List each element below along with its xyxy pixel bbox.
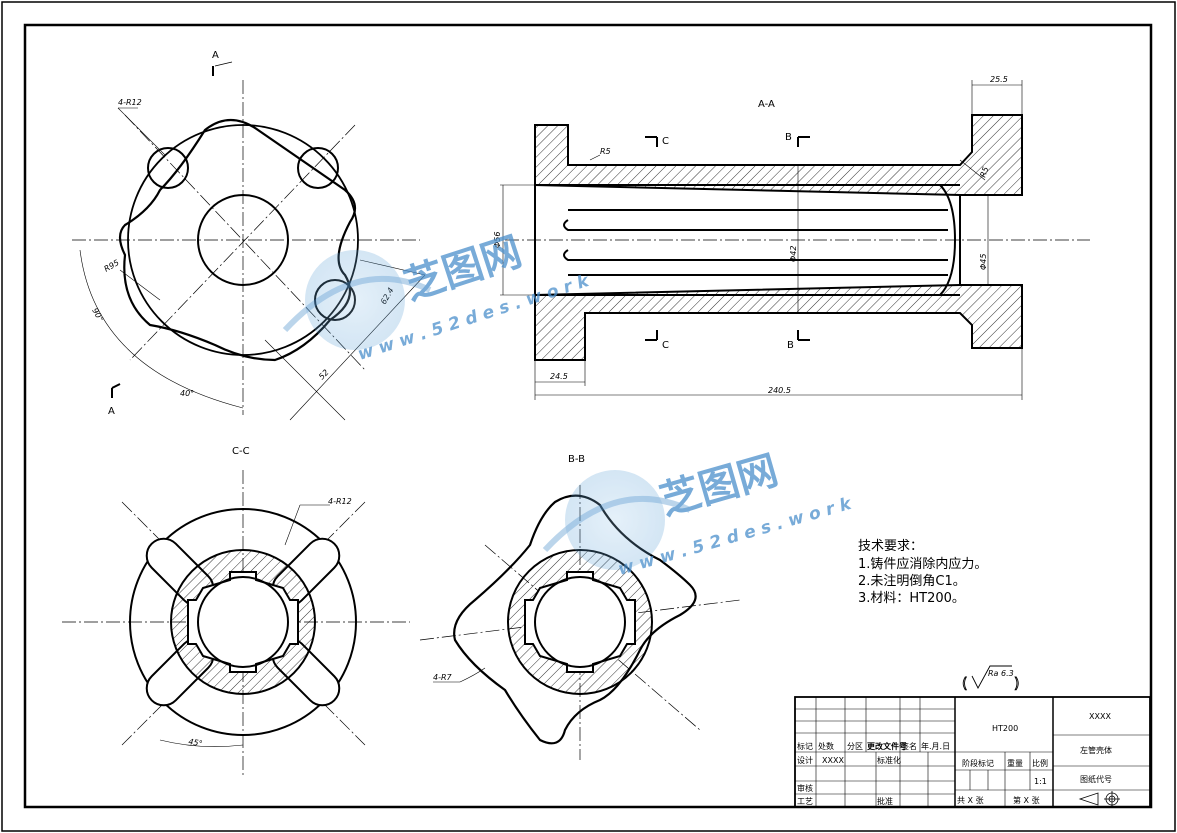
front-bore <box>197 194 289 286</box>
svg-text:): ) <box>1014 676 1019 692</box>
tech-req-item-3: 3.材料：HT200。 <box>858 591 965 606</box>
front-view <box>72 61 426 421</box>
tb-drawing-no-label: 图纸代号 <box>1080 774 1112 784</box>
marker-a-bottom: A <box>108 406 115 417</box>
aa-bottom-wall <box>534 284 1023 361</box>
ear-top-right <box>297 147 339 189</box>
tb-rev-h0: 标记 <box>797 741 813 751</box>
tb-part-name: 左管壳体 <box>1080 745 1112 755</box>
title-block <box>794 696 1151 808</box>
tb-design: 设计 <box>797 755 813 765</box>
svg-text:芝图网: 芝图网 <box>655 447 783 524</box>
section-bb-title: B-B <box>568 454 585 465</box>
aa-dim-25-5: 25.5 <box>990 75 1008 84</box>
cc-outer-flange <box>129 508 357 736</box>
ear-top-left <box>147 147 189 189</box>
tb-rev-h2: 分区 <box>847 742 863 751</box>
tb-process: 工艺 <box>797 797 813 806</box>
tech-req-title: 技术要求： <box>858 539 923 554</box>
aa-dim-r5-right: R5 <box>978 166 990 179</box>
marker-a-top: A <box>212 50 219 61</box>
aa-dim-d45: Φ45 <box>979 254 988 270</box>
roughness-symbol: ( ) <box>962 665 1020 692</box>
tb-stage-mark: 阶段标记 <box>962 758 994 768</box>
front-dim-40: 40° <box>180 389 194 398</box>
aa-dim-d56: Φ56 <box>493 232 502 248</box>
tb-scale-value: 1:1 <box>1034 777 1047 786</box>
tb-rev-h1: 处数 <box>818 741 834 751</box>
aa-marker-b-bottom: B <box>787 340 794 351</box>
aa-dim-24-5: 24.5 <box>550 372 568 381</box>
section-cc <box>62 470 410 775</box>
bb-spline-bore <box>524 571 636 673</box>
roughness-value: Ra 6.3 <box>988 669 1014 678</box>
tb-company: XXXX <box>1089 712 1111 721</box>
cc-dim-4r12: 4-R12 <box>328 497 352 506</box>
bb-body-outline <box>453 494 697 745</box>
aa-top-wall <box>534 114 1023 196</box>
tb-approve: 批准 <box>877 796 893 806</box>
tb-designer: XXXX <box>822 756 844 765</box>
aa-dim-r5-left: R5 <box>600 147 611 156</box>
tb-sheet-no: 第 X 张 <box>1013 795 1040 805</box>
front-dim-52: 52 <box>317 368 331 382</box>
tb-rev-h4: 签名 <box>901 741 917 751</box>
front-dim-4r12: 4-R12 <box>118 98 142 107</box>
tb-material: HT200 <box>992 724 1018 733</box>
aa-dim-d42: Φ42 <box>789 246 798 262</box>
tb-rev-h5: 年.月.日 <box>921 741 950 751</box>
aa-dim-240: 240.5 <box>768 386 791 395</box>
tech-req-item-2: 2.未注明倒角C1。 <box>858 574 966 589</box>
front-body-outline <box>118 118 357 362</box>
cc-dim-45: 45° <box>188 737 204 748</box>
tech-requirements: 技术要求： 1.铸件应消除内应力。 2.未注明倒角C1。 3.材料：HT200。 <box>858 539 987 606</box>
tb-scale: 比例 <box>1032 758 1048 768</box>
inner-frame <box>23 23 1153 809</box>
bb-dim-4r7: 4-R7 <box>433 673 453 682</box>
front-dim-r95: R95 <box>103 258 121 274</box>
watermark-2: 芝图网 w w w . 5 2 d e s . w o r k <box>542 447 855 580</box>
cc-spline-bore <box>187 571 299 673</box>
front-dim-90: 90° <box>90 307 105 324</box>
aa-marker-b-top: B <box>785 132 792 143</box>
tb-rev-h3: 更改文件号 <box>867 741 907 751</box>
tb-standardize: 标准化 <box>877 755 901 765</box>
tb-total-sheets: 共 X 张 <box>957 796 984 805</box>
aa-marker-c-bottom: C <box>662 340 669 351</box>
section-aa <box>500 80 1090 400</box>
tb-weight: 重量 <box>1007 758 1023 768</box>
tb-review: 审核 <box>797 783 813 793</box>
tech-req-item-1: 1.铸件应消除内应力。 <box>858 556 987 572</box>
section-aa-title: A-A <box>758 99 775 110</box>
svg-text:(: ( <box>962 676 967 692</box>
section-cc-title: C-C <box>232 446 250 457</box>
aa-marker-c-top: C <box>662 136 669 147</box>
